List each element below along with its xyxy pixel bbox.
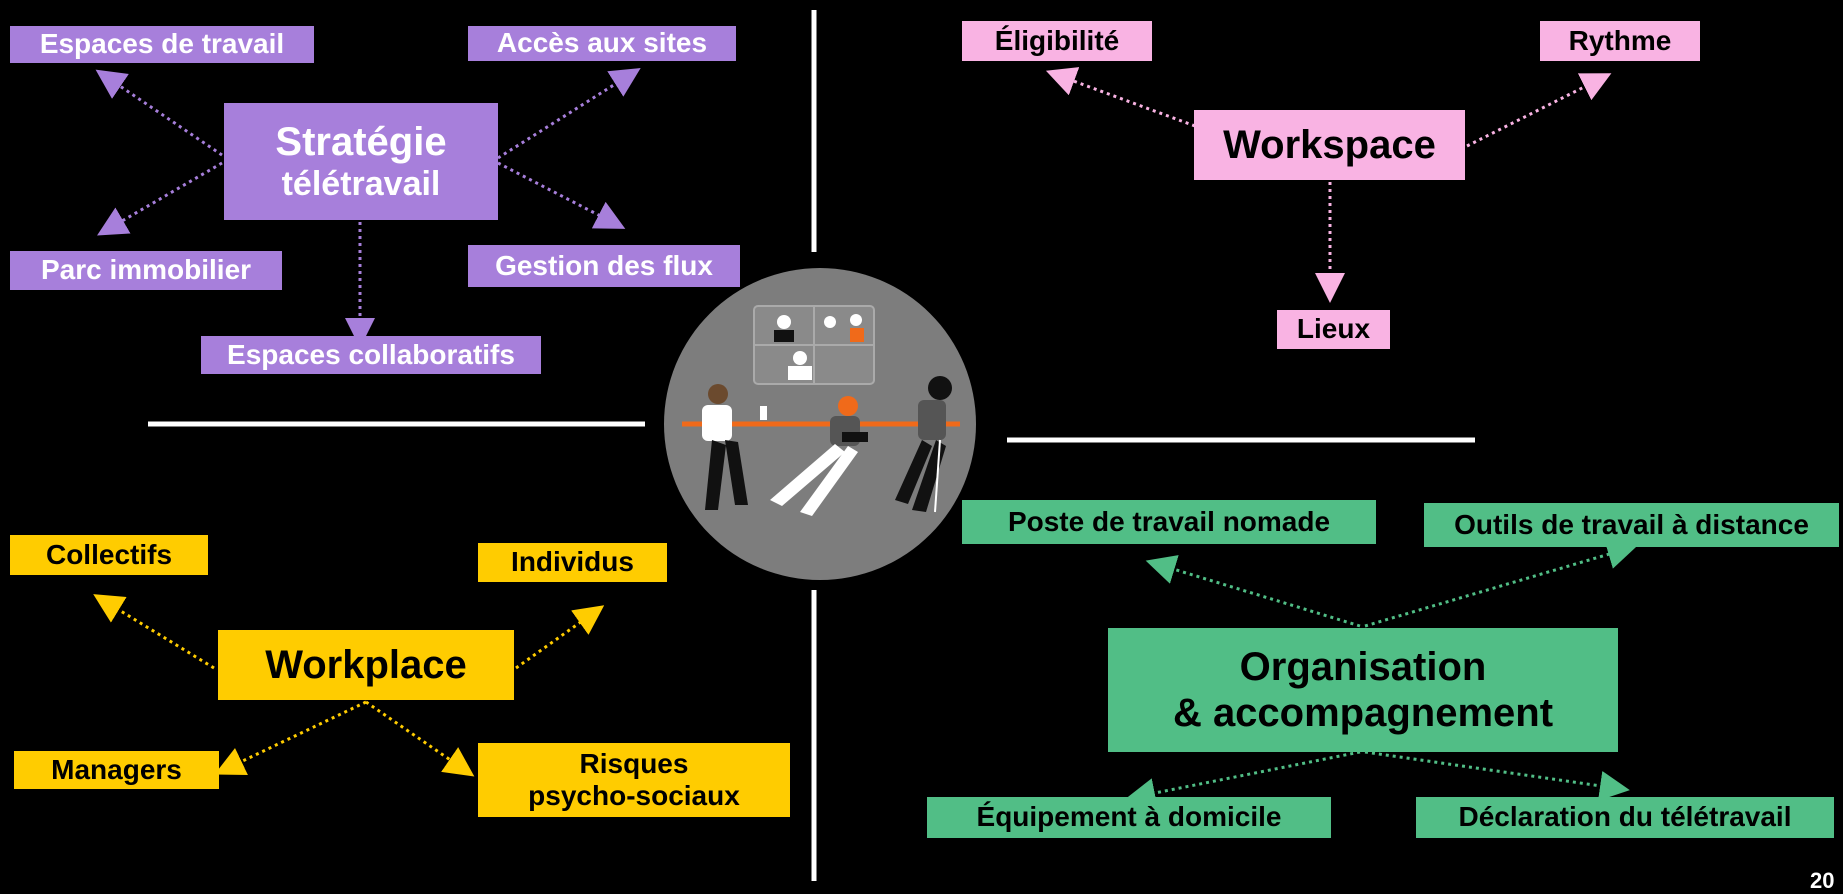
arrow-to-outils-distance (1364, 539, 1638, 628)
strategie-line2: télétravail (281, 164, 441, 203)
gestion-flux-label: Gestion des flux (468, 245, 740, 287)
person-right-icon (895, 376, 952, 513)
risques-line2: psycho-sociaux (528, 780, 740, 811)
declaration-teletravail-label: Déclaration du télétravail (1416, 797, 1834, 838)
organisation-line2: & accompagnement (1172, 691, 1554, 735)
workplace-node: Workplace (218, 630, 514, 700)
strategie-teletravail-node: Stratégie télétravail (224, 103, 498, 220)
arrow-to-rythme (1466, 73, 1612, 148)
arrow-to-espaces-travail (95, 69, 223, 157)
eligibilite-label: Éligibilité (962, 21, 1152, 61)
outils-distance-label: Outils de travail à distance (1424, 503, 1839, 547)
individus-label: Individus (478, 543, 667, 582)
arrow-to-gestion-flux (497, 161, 626, 229)
arrow-to-collectifs (93, 594, 215, 670)
espaces-travail-label: Espaces de travail (10, 26, 314, 63)
workspace-node: Workspace (1194, 110, 1465, 180)
arrow-to-individus (515, 605, 605, 670)
risques-line1: Risques (579, 747, 689, 779)
parc-immobilier-label: Parc immobilier (10, 251, 282, 290)
arrow-to-parc-immobilier (97, 161, 223, 236)
person-center-icon (770, 396, 868, 516)
arrow-to-equipement-domicile (1125, 750, 1361, 808)
acces-sites-label: Accès aux sites (468, 26, 736, 61)
managers-label: Managers (14, 751, 219, 789)
arrow-to-poste-nomade (1145, 555, 1361, 628)
arrow-to-eligibilite (1045, 67, 1196, 128)
person-left-icon (702, 384, 767, 510)
arrow-to-acces-sites (497, 67, 641, 160)
page-number: 20 (1810, 868, 1835, 893)
strategie-line1: Stratégie (275, 119, 447, 164)
poste-nomade-label: Poste de travail nomade (962, 500, 1376, 544)
risques-psychosociaux-label: Risques psycho-sociaux (478, 743, 790, 817)
organisation-accompagnement-node: Organisation & accompagnement (1108, 628, 1618, 752)
rythme-label: Rythme (1540, 21, 1700, 61)
espaces-collaboratifs-label: Espaces collaboratifs (201, 336, 541, 374)
arrow-to-managers (214, 700, 367, 776)
arrow-to-declaration (1364, 750, 1630, 801)
collectifs-label: Collectifs (10, 535, 208, 575)
equipement-domicile-label: Équipement à domicile (927, 797, 1331, 838)
lieux-label: Lieux (1277, 310, 1390, 349)
organisation-line1: Organisation (1239, 645, 1487, 689)
team-meeting-illustration (664, 268, 976, 580)
arrow-to-risques (365, 700, 475, 777)
